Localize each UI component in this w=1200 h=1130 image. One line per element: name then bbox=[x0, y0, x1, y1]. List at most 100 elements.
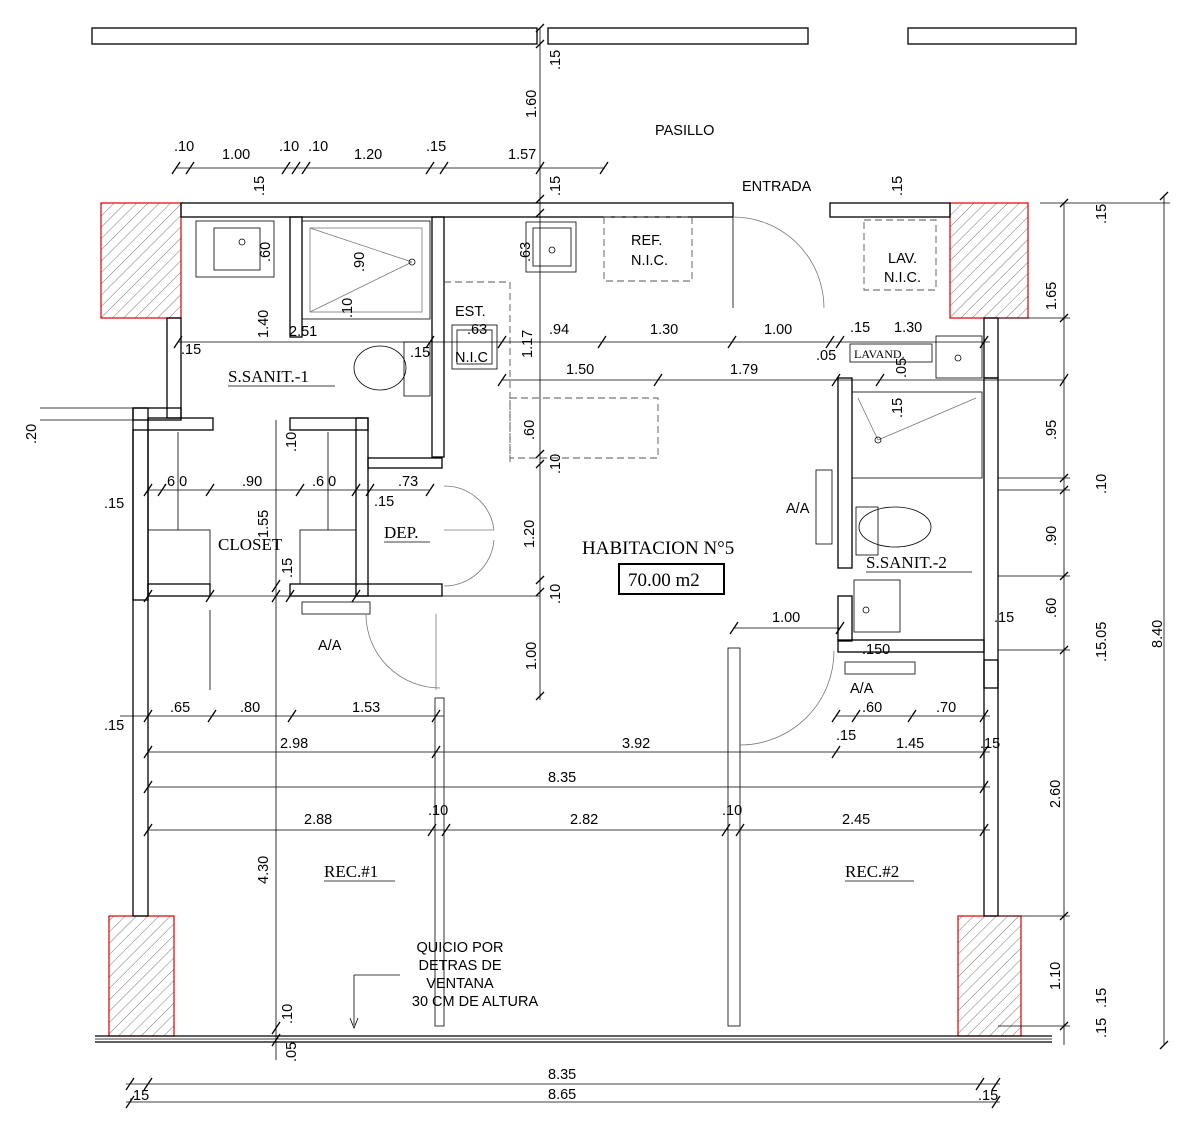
svg-text:.15: .15 bbox=[1094, 1018, 1110, 1038]
svg-text:.90: .90 bbox=[242, 474, 262, 490]
label-ref-nic: N.I.C. bbox=[631, 253, 668, 269]
label-lavand: LAVAND. bbox=[854, 347, 905, 361]
svg-text:2.82: 2.82 bbox=[570, 812, 598, 828]
svg-text:.80: .80 bbox=[240, 700, 260, 716]
dimension-text: .10 1.00 .10 .10 1.20 .15 1.57 2.51 .63 … bbox=[104, 139, 1014, 1104]
dimension-text-vertical: .15 1.60 .15 .15 .15 .15 .90 .60 .63 .10… bbox=[24, 50, 1166, 1062]
svg-text:.15: .15 bbox=[890, 176, 906, 196]
svg-text:.10: .10 bbox=[308, 139, 328, 155]
label-lav-nic: N.I.C. bbox=[884, 270, 921, 286]
label-habitacion: HABITACION N°5 bbox=[582, 538, 734, 559]
svg-text:1.57: 1.57 bbox=[508, 147, 536, 163]
svg-text:1.17: 1.17 bbox=[520, 330, 536, 358]
label-rec2: REC.#2 bbox=[845, 862, 899, 881]
svg-text:30 CM DE ALTURA: 30 CM DE ALTURA bbox=[412, 994, 539, 1010]
window-note: QUICIO POR DETRAS DE VENTANA 30 CM DE AL… bbox=[412, 940, 539, 1010]
svg-text:.15.05: .15.05 bbox=[1094, 622, 1110, 662]
svg-text:.15: .15 bbox=[410, 345, 430, 361]
svg-text:8.65: 8.65 bbox=[548, 1087, 576, 1103]
svg-text:.05: .05 bbox=[284, 1042, 300, 1062]
label-lav: LAV. bbox=[888, 251, 917, 267]
svg-text:2.98: 2.98 bbox=[280, 736, 308, 752]
label-aa-1: A/A bbox=[786, 501, 810, 517]
corridor-wall bbox=[91, 27, 1077, 45]
svg-text:1.00: 1.00 bbox=[524, 642, 540, 670]
doors bbox=[365, 216, 835, 746]
svg-text:VENTANA: VENTANA bbox=[426, 976, 494, 992]
svg-text:.15: .15 bbox=[890, 398, 906, 418]
label-closet: CLOSET bbox=[218, 535, 283, 554]
svg-text:2.60: 2.60 bbox=[1048, 780, 1064, 808]
svg-text:.70: .70 bbox=[936, 700, 956, 716]
svg-text:4.30: 4.30 bbox=[256, 856, 272, 884]
svg-text:1.30: 1.30 bbox=[894, 320, 922, 336]
svg-text:1.10: 1.10 bbox=[1048, 962, 1064, 990]
svg-text:1.40: 1.40 bbox=[256, 310, 272, 338]
svg-text:.10: .10 bbox=[428, 803, 448, 819]
svg-text:.15: .15 bbox=[426, 139, 446, 155]
svg-text:.20: .20 bbox=[24, 424, 40, 444]
svg-text:QUICIO POR: QUICIO POR bbox=[416, 940, 503, 956]
svg-text:1.45: 1.45 bbox=[896, 736, 924, 752]
svg-text:8.35: 8.35 bbox=[548, 770, 576, 786]
svg-text:.10: .10 bbox=[284, 432, 300, 452]
svg-text:1.00: 1.00 bbox=[222, 147, 250, 163]
svg-text:.94: .94 bbox=[549, 322, 569, 338]
dimension-lines bbox=[40, 28, 1170, 1103]
svg-text:8.35: 8.35 bbox=[548, 1067, 576, 1083]
svg-text:.90: .90 bbox=[352, 252, 368, 272]
svg-text:1.00: 1.00 bbox=[764, 322, 792, 338]
svg-text:1.60: 1.60 bbox=[524, 90, 540, 118]
svg-text:.10: .10 bbox=[1094, 474, 1110, 494]
label-est: EST. bbox=[455, 304, 486, 320]
label-est-nic: N.I.C bbox=[455, 350, 488, 366]
svg-text:.15: .15 bbox=[129, 1088, 149, 1104]
svg-text:2.45: 2.45 bbox=[842, 812, 870, 828]
svg-text:.15: .15 bbox=[280, 558, 296, 578]
svg-text:.95: .95 bbox=[1044, 420, 1060, 440]
svg-text:1.55: 1.55 bbox=[256, 510, 272, 538]
svg-text:1.30: 1.30 bbox=[650, 322, 678, 338]
svg-text:1.79: 1.79 bbox=[730, 362, 758, 378]
area-box bbox=[618, 563, 725, 595]
label-sanit2: S.SANIT.-2 bbox=[866, 553, 947, 572]
svg-text:.15: .15 bbox=[252, 176, 268, 196]
svg-text:1.00: 1.00 bbox=[772, 610, 800, 626]
svg-text:.10: .10 bbox=[722, 803, 742, 819]
svg-text:.10: .10 bbox=[279, 139, 299, 155]
svg-text:1.20: 1.20 bbox=[522, 520, 538, 548]
label-aa-2: A/A bbox=[318, 638, 342, 654]
svg-text:8.40: 8.40 bbox=[1150, 620, 1166, 648]
svg-text:.60: .60 bbox=[258, 242, 274, 262]
svg-text:.63: .63 bbox=[467, 322, 487, 338]
dimension-ticks bbox=[125, 23, 1169, 1109]
label-ref: REF. bbox=[631, 233, 662, 249]
svg-text:.10: .10 bbox=[548, 454, 564, 474]
svg-text:.15: .15 bbox=[994, 610, 1014, 626]
label-rec1: REC.#1 bbox=[324, 862, 378, 881]
svg-text:.60: .60 bbox=[862, 700, 882, 716]
svg-text:.15: .15 bbox=[850, 320, 870, 336]
svg-text:.15: .15 bbox=[980, 736, 1000, 752]
svg-text:.05: .05 bbox=[894, 358, 910, 378]
svg-text:.73: .73 bbox=[398, 474, 418, 490]
fixtures bbox=[147, 216, 983, 690]
svg-text:1.20: 1.20 bbox=[354, 147, 382, 163]
svg-text:.15: .15 bbox=[548, 176, 564, 196]
svg-text:1.53: 1.53 bbox=[352, 700, 380, 716]
svg-text:.10: .10 bbox=[280, 1004, 296, 1024]
svg-text:.6 0: .6 0 bbox=[312, 474, 336, 490]
labels: PASILLO ENTRADA HABITACION N°5 70.00 m2 … bbox=[218, 123, 972, 1010]
svg-text:.150: .150 bbox=[862, 642, 890, 658]
svg-text:.60: .60 bbox=[522, 420, 538, 440]
svg-text:.10: .10 bbox=[548, 584, 564, 604]
svg-text:DETRAS DE: DETRAS DE bbox=[419, 958, 502, 974]
svg-text:.10: .10 bbox=[174, 139, 194, 155]
label-dep: DEP. bbox=[384, 523, 418, 542]
svg-text:1.65: 1.65 bbox=[1044, 282, 1060, 310]
walls bbox=[95, 202, 1052, 1043]
svg-text:.15: .15 bbox=[104, 718, 124, 734]
svg-text:.15: .15 bbox=[104, 496, 124, 512]
